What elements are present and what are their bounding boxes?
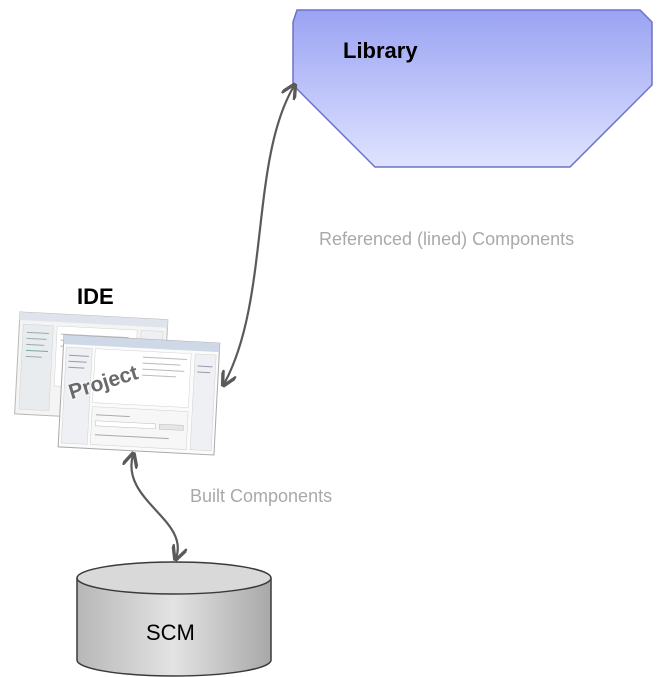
edge-label-referenced: Referenced (lined) Components [319, 229, 575, 249]
edge-label-built: Built Components [190, 486, 333, 506]
edge-ide-scm [131, 455, 177, 558]
ide-label: IDE [77, 284, 114, 309]
library-node [292, 9, 653, 168]
edge-library-ide [224, 86, 294, 384]
scm-node [76, 561, 272, 677]
library-label: Library [343, 38, 418, 63]
ide-screenshot [14, 311, 221, 456]
scm-label: SCM [146, 620, 195, 645]
